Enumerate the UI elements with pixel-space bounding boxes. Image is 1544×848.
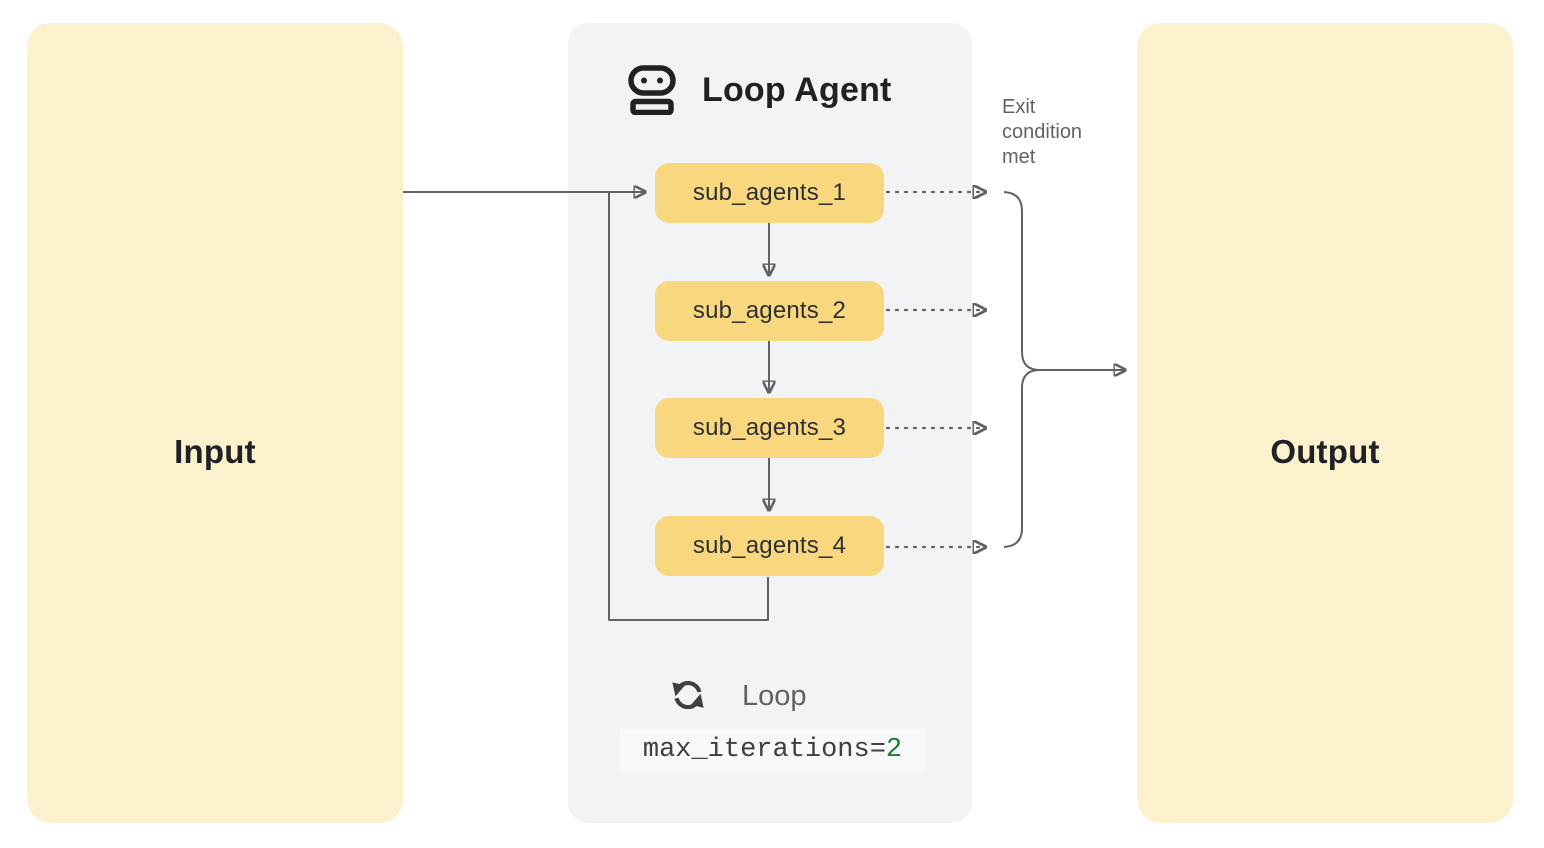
sub-agent-box-1: sub_agents_1 [655, 163, 884, 223]
loop-refresh-icon [672, 681, 704, 710]
sub-agent-label: sub_agents_3 [692, 414, 847, 441]
loop-agent-title: Loop Agent [702, 70, 892, 109]
sub-agent-label: sub_agents_4 [692, 532, 847, 559]
sub-agent-box-2: sub_agents_2 [655, 281, 884, 341]
max-iterations-value: 2 [885, 735, 903, 765]
output-label: Output [1270, 433, 1380, 470]
input-panel: Input [27, 23, 403, 823]
exit-condition-label: Exit condition met [1002, 96, 1083, 168]
input-label: Input [174, 433, 256, 470]
max-iterations-code: max_iterations=2 [620, 729, 925, 771]
robot-icon [628, 65, 676, 115]
exit-bracket-bottom [1003, 369, 1041, 548]
exit-bracket-top [1003, 191, 1041, 371]
sub-agent-box-3: sub_agents_3 [655, 398, 884, 458]
sub-agent-label: sub_agents_1 [692, 179, 847, 206]
loop-indicator: Loop [668, 674, 807, 718]
output-panel: Output [1137, 23, 1513, 823]
sub-agent-label: sub_agents_2 [692, 297, 847, 324]
max-iterations-param: max_iterations= [642, 735, 886, 765]
sub-agent-box-4: sub_agents_4 [655, 516, 884, 576]
loop-agent-header: Loop Agent [628, 65, 892, 115]
loop-agent-panel: Loop Agent sub_agents_1 sub_agents_2 sub… [568, 23, 972, 823]
loop-label: Loop [742, 679, 807, 712]
